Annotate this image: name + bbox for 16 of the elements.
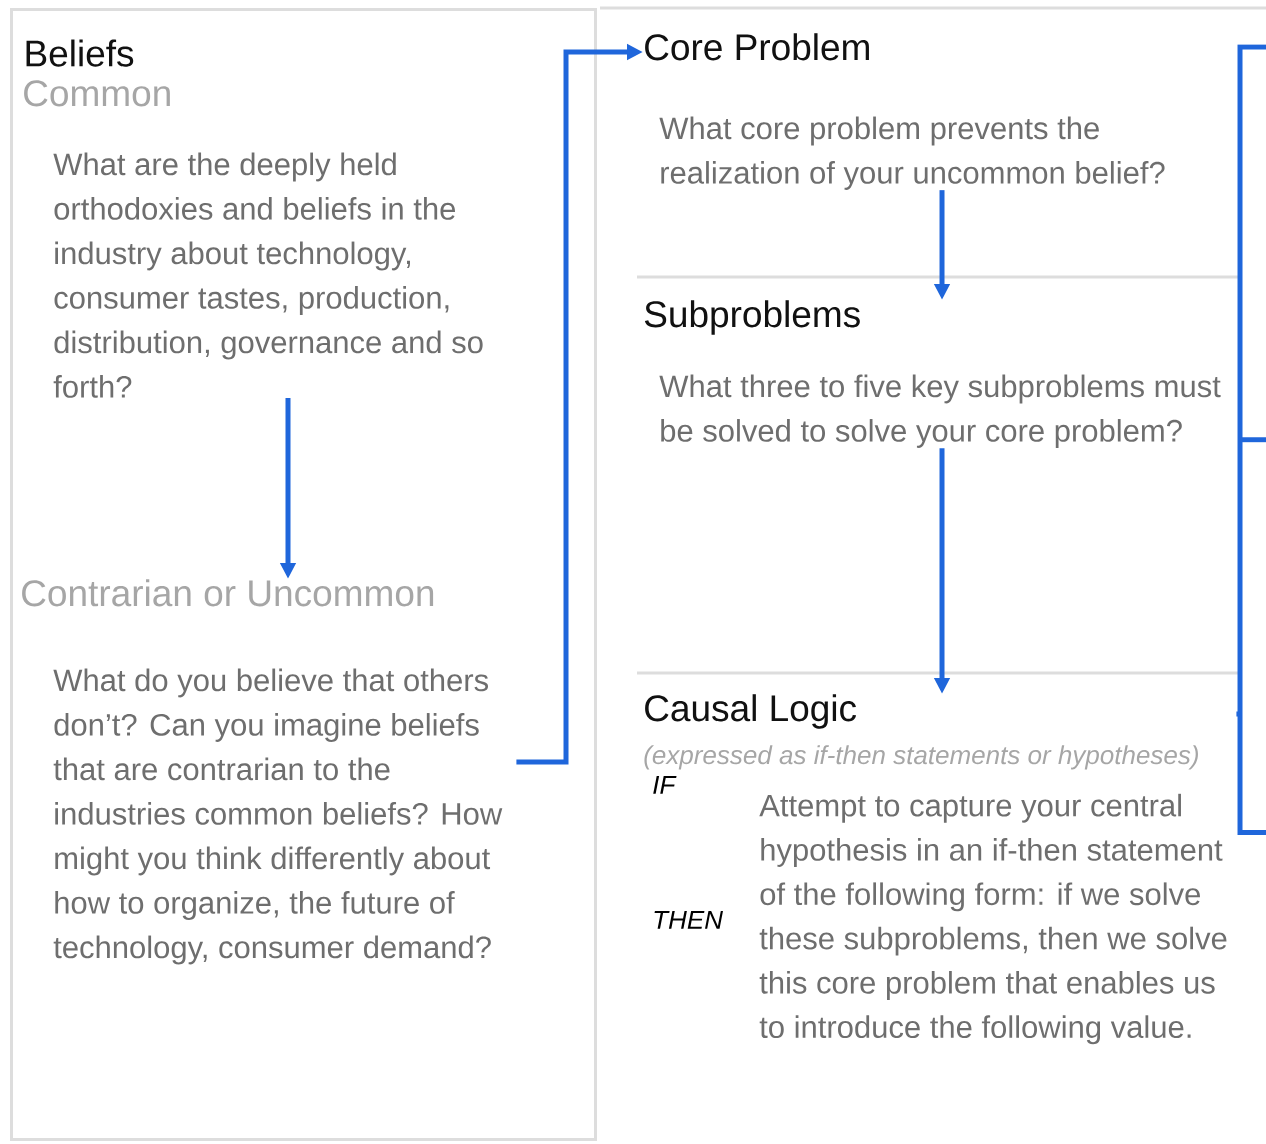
- section-heading: Common: [24, 80, 170, 107]
- question-text: What core problem prevents the realization of your uncommon belief?: [659, 116, 1165, 190]
- subtitle-text: (expressed as if-then statements or hypotheses): [644, 745, 1198, 770]
- instruction-text: Attempt to capture your central hypothesis in an if-then statement of the following form: if we solve these subproblems, then we solve this core problem that enables us to introduce the following value.: [759, 793, 1227, 1045]
- question-text: What three to five key subproblems must be solved to solve your core problem?: [659, 374, 1221, 448]
- section-heading: Core Problem: [645, 33, 869, 61]
- panel: [10, 8, 597, 1141]
- question-text: What are the deeply held orthodoxies and beliefs in the industry about technology, consumer tastes, production, distribution, governance and so forth?: [53, 152, 483, 398]
- bracket: [1237, 44, 1266, 835]
- condition-label: IF: [653, 775, 677, 794]
- section-heading: Causal Logic: [645, 694, 857, 729]
- question-text: What do you believe that others don’t? Can you imagine beliefs that are contrarian to the industries common beliefs? How might you think differently about how to organize, the future of technology, consumer demand?: [53, 668, 503, 965]
- section-heading: Subproblems: [644, 300, 860, 335]
- section-heading: Contrarian or Uncommon: [22, 579, 434, 607]
- section-heading: Beliefs: [26, 39, 134, 67]
- condition-label: THEN: [654, 910, 723, 929]
